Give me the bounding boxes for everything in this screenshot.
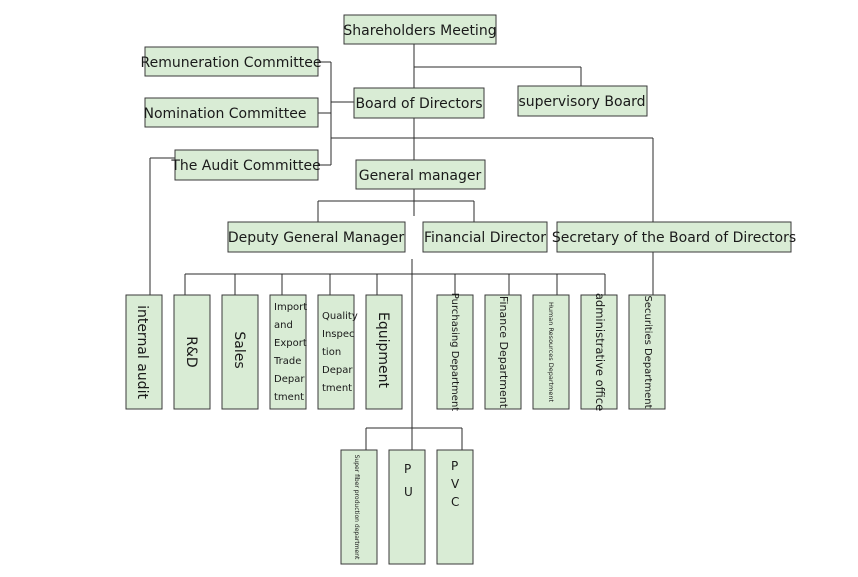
node-label: internal audit xyxy=(134,305,150,399)
node-label: The Audit Committee xyxy=(170,158,320,174)
label-line: Inspec xyxy=(322,329,355,340)
node-deputy-general-manager: Deputy General Manager xyxy=(227,221,406,253)
label-line: C xyxy=(451,495,459,509)
node-label: Nomination Committee xyxy=(144,106,307,122)
node-hr: Human Resources Department xyxy=(532,294,570,410)
node-super-fiber: Super fiber production department xyxy=(340,449,378,565)
node-label: Deputy General Manager xyxy=(228,230,405,246)
node-pu: P U xyxy=(388,449,426,565)
node-audit-committee: The Audit Committee xyxy=(170,149,321,181)
node-nomination-committee: Nomination Committee xyxy=(144,97,319,128)
node-label: Sales xyxy=(231,331,247,368)
label-line: Depar xyxy=(274,374,305,385)
node-label: Remuneration Committee xyxy=(140,55,321,71)
label-line: and xyxy=(274,320,293,331)
node-rd: R&D xyxy=(173,294,211,410)
node-import-export: Import and Export Trade Depar tment xyxy=(269,294,310,410)
node-board-secretary: Secretary of the Board of Directors xyxy=(552,221,796,253)
label-line: Quality xyxy=(322,311,358,322)
node-pvc: P V C xyxy=(436,449,474,565)
node-admin-office: administrative office xyxy=(580,293,618,411)
label-line: Export xyxy=(274,338,307,349)
node-board-of-directors: Board of Directors xyxy=(353,87,485,119)
node-label: Human Resources Department xyxy=(547,302,555,403)
node-label-stack: P V C xyxy=(451,459,463,509)
node-label: Secretary of the Board of Directors xyxy=(552,230,796,246)
label-line: V xyxy=(451,477,460,491)
node-finance: Finance Department xyxy=(484,294,522,410)
node-label: Super fiber production department xyxy=(353,455,360,560)
node-equipment: Equipment xyxy=(365,294,403,410)
connector-lines xyxy=(149,44,654,450)
node-label: supervisory Board xyxy=(518,94,645,110)
node-label-stack: Import and Export Trade Depar tment xyxy=(273,302,310,403)
node-label: Shareholders Meeting xyxy=(343,23,496,39)
node-label: Purchasing Department xyxy=(449,293,460,411)
node-remuneration-committee: Remuneration Committee xyxy=(140,46,322,77)
node-sales: Sales xyxy=(221,294,259,410)
node-purchasing: Purchasing Department xyxy=(436,293,474,411)
node-shareholders-meeting: Shareholders Meeting xyxy=(343,14,497,45)
label-line: Depar xyxy=(322,365,353,376)
label-line: P xyxy=(404,462,411,476)
node-internal-audit: internal audit xyxy=(125,294,163,410)
node-label: General manager xyxy=(359,168,482,184)
label-line: tment xyxy=(322,383,352,394)
label-line: tion xyxy=(322,347,341,358)
node-label: Financial Director xyxy=(424,230,546,246)
label-line: U xyxy=(404,485,413,499)
node-label: administrative office xyxy=(593,293,607,411)
node-label: Equipment xyxy=(375,312,391,389)
node-securities: Securities Department xyxy=(628,294,666,410)
node-label-stack: Quality Inspec tion Depar tment xyxy=(322,311,361,394)
node-general-manager: General manager xyxy=(355,159,486,190)
label-line: Trade xyxy=(273,356,301,367)
node-label: Securities Department xyxy=(642,296,653,409)
label-line: P xyxy=(451,459,458,473)
node-label: Finance Department xyxy=(497,296,510,409)
label-line: Import xyxy=(274,302,307,313)
node-label-stack: P U xyxy=(404,462,415,499)
label-line: tment xyxy=(274,392,304,403)
node-financial-director: Financial Director xyxy=(422,221,548,253)
node-label: Board of Directors xyxy=(355,96,482,112)
node-quality-inspection: Quality Inspec tion Depar tment xyxy=(317,294,361,410)
node-supervisory-board: supervisory Board xyxy=(517,85,648,117)
node-label: R&D xyxy=(183,336,199,367)
